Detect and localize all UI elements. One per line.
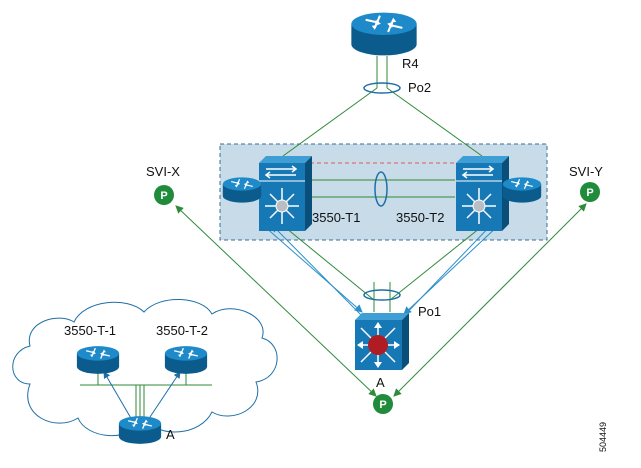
cloud-access-label: A <box>166 427 175 442</box>
r4-router-icon <box>350 11 418 57</box>
svg-text:P: P <box>160 190 167 202</box>
cloud-t2-router-icon <box>164 345 208 375</box>
svi-y-label: SVI-Y <box>569 164 603 179</box>
access-p-marker-icon: P <box>373 394 393 414</box>
svg-text:P: P <box>379 399 386 411</box>
cloud-t1-router-icon <box>76 345 120 375</box>
cloud-access-router-icon <box>118 415 162 445</box>
po2-port-channel-ellipse-icon <box>363 82 401 94</box>
po2-to-t2 <box>386 87 483 157</box>
po2-to-t1 <box>282 87 378 157</box>
svi-x-p-marker-icon: P <box>154 185 174 205</box>
po1-label: Po1 <box>418 304 441 319</box>
access-hub-red-circle <box>368 335 388 355</box>
po2-label: Po2 <box>408 80 431 95</box>
cloud-arrow-to-t2 <box>147 371 181 421</box>
svi-x-to-p-arrow <box>175 205 377 397</box>
cloud-arrow-to-t1 <box>103 371 133 421</box>
svi-y-to-p-arrow <box>393 203 587 397</box>
t1-label: 3550-T1 <box>312 210 360 225</box>
access-switch-label: A <box>376 375 385 390</box>
t2-router-icon <box>502 176 542 204</box>
svi-x-label: SVI-X <box>146 164 180 179</box>
r4-label: R4 <box>402 56 419 71</box>
t1-router-icon <box>222 176 262 204</box>
svi-y-p-marker-icon: P <box>580 182 600 202</box>
vsl-port-channel-ellipse-icon <box>374 171 388 207</box>
cloud-t2-label: 3550-T-2 <box>156 323 208 338</box>
t1-multilayer-switch-icon <box>259 156 312 231</box>
po1-port-channel-ellipse-icon <box>363 289 401 301</box>
svg-text:P: P <box>586 187 593 199</box>
cloud-icon <box>12 299 278 436</box>
cloud-access-uplinks <box>135 385 145 418</box>
cloud-t1-label: 3550-T-1 <box>64 323 116 338</box>
t2-label: 3550-T2 <box>396 210 444 225</box>
t2-multilayer-switch-icon <box>456 156 509 231</box>
access-switch-icon <box>355 313 409 370</box>
figure-id: 504449 <box>598 422 608 452</box>
